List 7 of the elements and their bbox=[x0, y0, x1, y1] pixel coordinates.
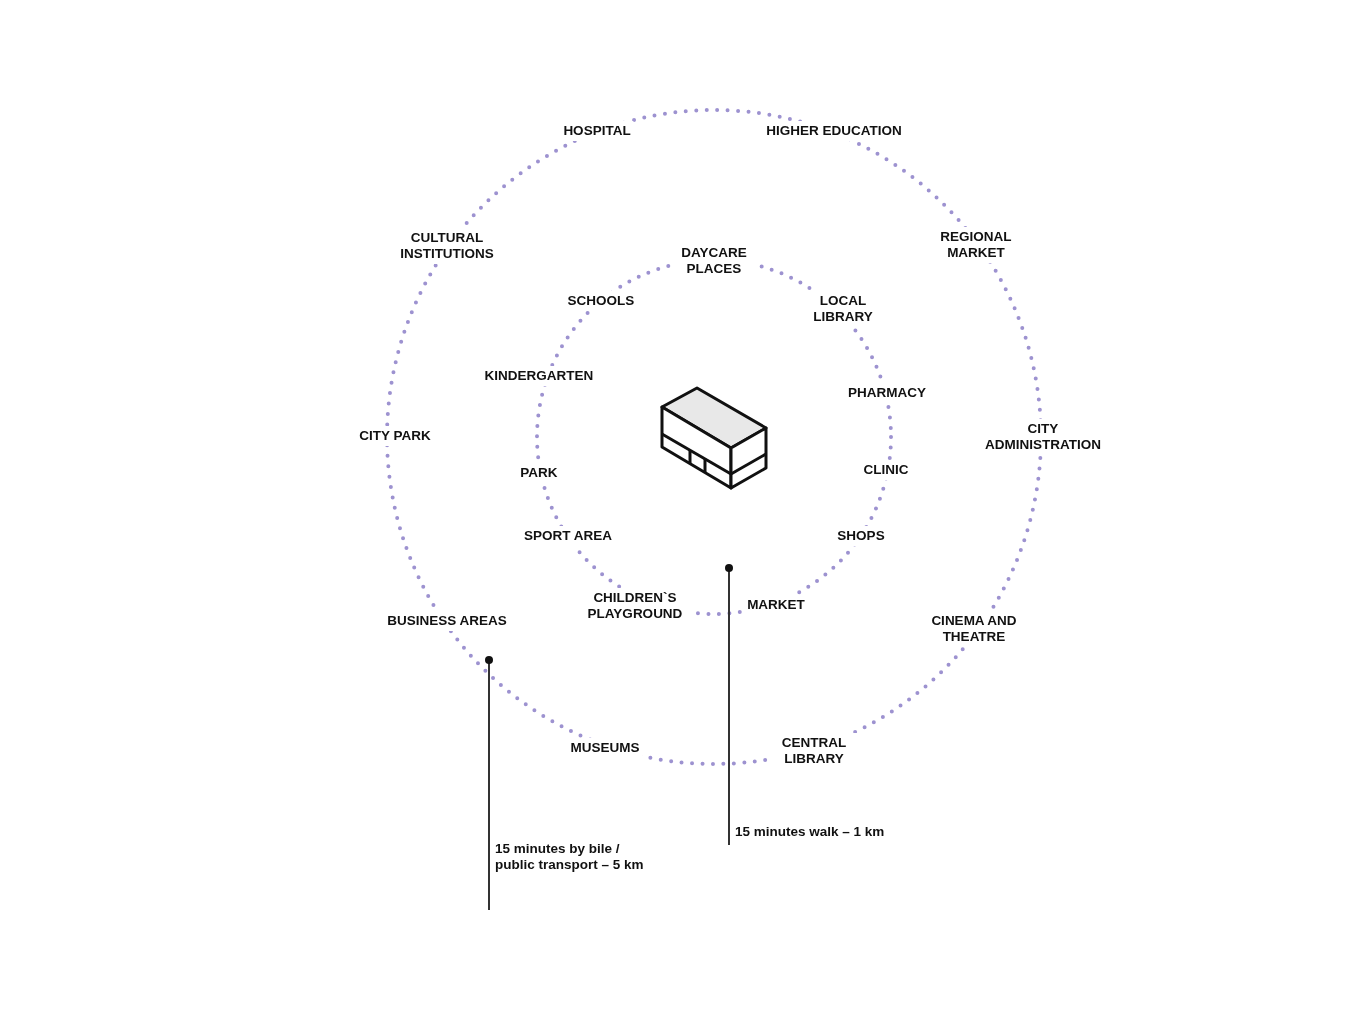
place-label: CITY PARK bbox=[356, 426, 434, 446]
distance-note: 15 minutes walk – 1 km bbox=[735, 824, 905, 840]
leader-line bbox=[485, 656, 493, 911]
leader-line bbox=[725, 564, 733, 846]
distance-note: 15 minutes by bile / public transport – 5 km bbox=[495, 841, 660, 873]
place-label: SHOPS bbox=[834, 526, 888, 546]
place-label: SPORT AREA bbox=[521, 526, 615, 546]
